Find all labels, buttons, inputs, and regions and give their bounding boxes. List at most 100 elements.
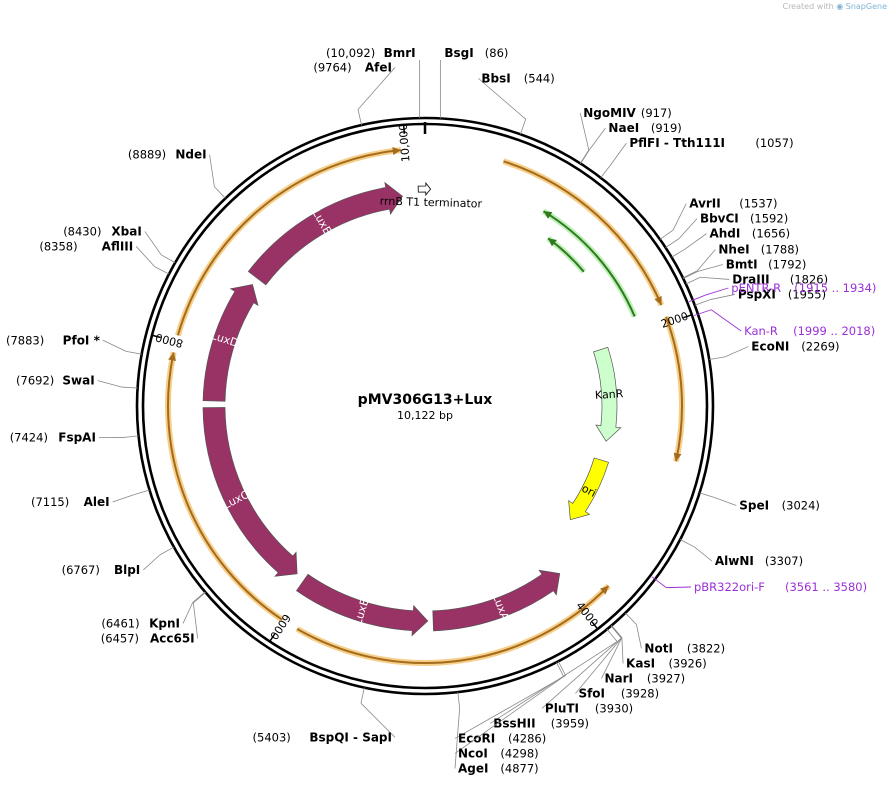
restriction-site[interactable]: AlwNI(3307)	[715, 554, 803, 568]
restriction-site[interactable]: AfeI(9764)	[313, 60, 392, 74]
site-position: (3928)	[621, 686, 659, 700]
restriction-site[interactable]: KasI(3926)	[626, 656, 707, 670]
site-position: (1057)	[755, 136, 793, 150]
primer-sites[interactable]: pENTR-R(1915 .. 1934) Kan-R (1999 .. 2018)…	[651, 281, 877, 594]
site-name: PfoI *	[63, 333, 101, 347]
site-leader	[659, 229, 674, 240]
primer-position: (1999 .. 2018)	[793, 324, 875, 338]
restriction-site[interactable]: BmrI(10,092)	[326, 46, 416, 60]
site-position: (3822)	[687, 641, 725, 655]
kanr-feature-arrow[interactable]	[593, 346, 622, 442]
restriction-site[interactable]: BbvCI(1592)	[700, 212, 788, 226]
orange-arc	[503, 160, 663, 306]
luxa-feature-arrow[interactable]	[432, 569, 561, 632]
site-leader	[625, 612, 637, 625]
restriction-site[interactable]: NaeI(919)	[608, 121, 681, 135]
restriction-site[interactable]: PspXI(1955)	[738, 287, 826, 301]
restriction-site[interactable]: AgeI(4877)	[458, 761, 539, 775]
site-leader	[357, 109, 362, 126]
restriction-site[interactable]: PluTI(3930)	[545, 701, 633, 715]
restriction-site[interactable]: AhdI(1656)	[709, 227, 790, 241]
position-tick-mark	[402, 124, 406, 134]
site-leader	[556, 662, 565, 677]
restriction-site[interactable]: NotI(3822)	[644, 641, 725, 655]
terminator-label: rrnB T1 terminator	[380, 195, 483, 211]
luxb-feature-arrow[interactable]	[296, 573, 429, 637]
restriction-site[interactable]: SwaI(7692)	[16, 374, 95, 388]
restriction-site[interactable]: DraIII(1826)	[732, 272, 828, 286]
site-position: (6767)	[62, 563, 100, 577]
site-name: NheI	[718, 242, 749, 256]
restriction-site[interactable]: BbsI(544)	[481, 71, 554, 85]
restriction-site[interactable]: BlpI(6767)	[62, 563, 141, 577]
site-name: AhdI	[709, 227, 740, 241]
restriction-site[interactable]: AflIII(8358)	[39, 239, 133, 253]
position-tick-mark	[683, 314, 693, 319]
site-leader	[580, 149, 590, 164]
site-name: AlwNI	[715, 554, 754, 568]
site-leader	[672, 203, 687, 231]
site-leader	[579, 112, 590, 151]
ori-feature-arrow[interactable]	[568, 457, 609, 521]
restriction-site[interactable]: BsgI(86)	[444, 46, 508, 60]
restriction-site[interactable]: EcoRI(4286)	[458, 731, 546, 745]
site-leader	[121, 386, 138, 389]
restriction-site[interactable]: NgoMIV(917)	[583, 106, 672, 120]
site-name: NaeI	[608, 121, 639, 135]
restriction-site[interactable]: AleI(7115)	[31, 495, 110, 509]
site-position: (3927)	[647, 671, 685, 685]
restriction-site[interactable]: Acc65I(6457)	[101, 631, 195, 645]
primer-site[interactable]: pENTR-R(1915 .. 1934)	[731, 281, 876, 295]
site-leader	[360, 702, 396, 738]
site-leader	[694, 546, 713, 562]
restriction-site[interactable]: FspAI(7424)	[10, 431, 96, 445]
luxd-feature-arrow[interactable]	[202, 284, 259, 402]
restriction-site[interactable]: NheI(1788)	[718, 242, 799, 256]
restriction-site[interactable]: SfoI (3928)	[578, 686, 659, 700]
site-position: (9764)	[313, 60, 351, 74]
site-leader	[193, 592, 206, 604]
site-leader	[182, 602, 194, 624]
restriction-site[interactable]: XbaI(8430)	[63, 224, 142, 238]
luxe-feature-arrow[interactable]	[247, 181, 403, 286]
primer-leader	[651, 576, 667, 588]
primer-name: pBR322ori-F	[694, 580, 765, 594]
restriction-site[interactable]: SpeI(3024)	[739, 498, 820, 512]
restriction-site[interactable]: NdeI(8889)	[128, 148, 207, 162]
restriction-site[interactable]: NcoI(4298)	[458, 746, 539, 760]
site-leader	[541, 637, 622, 709]
restriction-site[interactable]: PflFI - Tth111I(1057)	[629, 136, 793, 150]
luxc-feature-arrow[interactable]	[202, 407, 298, 577]
site-name: KpnI	[149, 616, 180, 630]
restriction-site[interactable]: PfoI *(7883)	[6, 333, 101, 347]
primer-site[interactable]: Kan-R (1999 .. 2018)	[744, 324, 875, 338]
site-leader	[557, 661, 567, 676]
credit-prefix: Created with	[782, 2, 834, 11]
site-position: (4298)	[500, 746, 538, 760]
site-leader	[610, 142, 627, 166]
restriction-sites[interactable]: BbsI(544) NgoMIV(917)NaeI(919)PflFI - Tth…	[6, 46, 840, 775]
site-name: KasI	[626, 656, 655, 670]
site-name: BbvCI	[700, 212, 739, 226]
primer-name: Kan-R	[744, 324, 778, 338]
site-leader	[122, 435, 139, 438]
site-name: SfoI	[578, 686, 605, 700]
site-name: FspAI	[58, 431, 96, 445]
primer-site[interactable]: pBR322ori-F(3561 .. 3580)	[694, 580, 867, 594]
restriction-site[interactable]: EcoNI(2269)	[751, 340, 839, 354]
primer-position: (1915 .. 1934)	[794, 281, 876, 295]
primer-leader	[705, 287, 729, 296]
restriction-site[interactable]: NarI(3927)	[605, 671, 686, 685]
restriction-site[interactable]: BmtI(1792)	[726, 257, 807, 271]
terminator-arrow[interactable]	[417, 181, 432, 197]
restriction-site[interactable]: BspQI - SapI(5403)	[253, 730, 392, 744]
site-name: BbsI	[481, 71, 510, 85]
restriction-site[interactable]: AvrII(1537)	[689, 197, 777, 211]
restriction-site[interactable]: BssHII(3959)	[493, 716, 589, 730]
terminator-feature[interactable]: rrnB T1 terminator	[380, 181, 483, 211]
site-name: PspXI	[738, 287, 776, 301]
site-name: SpeI	[739, 498, 769, 512]
restriction-site[interactable]: KpnI(6461)	[101, 616, 180, 630]
